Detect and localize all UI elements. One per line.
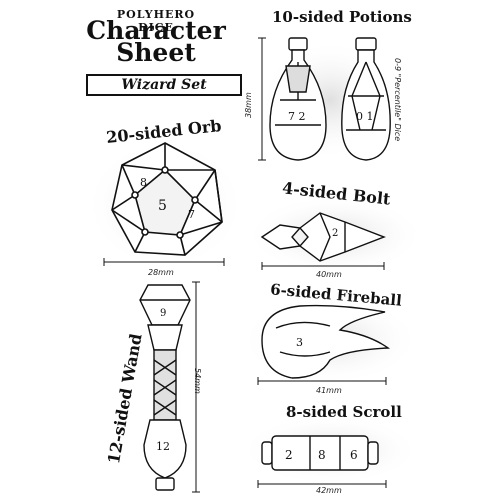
wand-die: 9 12 [139, 284, 191, 491]
set-label-box: Wizard Set [86, 74, 242, 96]
orb-die: 5 7 8 [111, 142, 223, 256]
bolt-die: 2 [260, 212, 386, 262]
svg-text:2: 2 [332, 228, 338, 239]
svg-text:0 1: 0 1 [356, 110, 374, 123]
potion-die-1: 7 2 [269, 37, 327, 161]
svg-text:2: 2 [285, 448, 293, 462]
potions-heading: 10-sided Potions [272, 8, 412, 26]
scroll-width-label: 42mm [316, 486, 342, 495]
svg-text:12: 12 [156, 440, 170, 453]
svg-text:8: 8 [318, 448, 326, 462]
svg-text:3: 3 [296, 336, 303, 349]
measurement-lines [103, 37, 387, 493]
svg-text:6: 6 [350, 448, 358, 462]
scroll-die: 2 8 6 [261, 435, 379, 471]
potion-die-2: 0 1 [341, 37, 391, 161]
brand-logo: POLYHERO DICE [116, 8, 196, 34]
title-line-1: Character [86, 16, 226, 45]
orb-width-label: 28mm [148, 268, 174, 277]
svg-text:9: 9 [160, 308, 166, 319]
svg-text:5: 5 [158, 198, 167, 214]
page-title: Character Sheet [84, 16, 228, 67]
svg-text:8: 8 [140, 176, 147, 189]
svg-text:7: 7 [188, 208, 195, 221]
svg-text:7 2: 7 2 [288, 110, 306, 123]
fireball-width-label: 41mm [316, 386, 342, 395]
fireball-die: 3 [261, 304, 391, 379]
title-line-2: Sheet [116, 38, 196, 67]
